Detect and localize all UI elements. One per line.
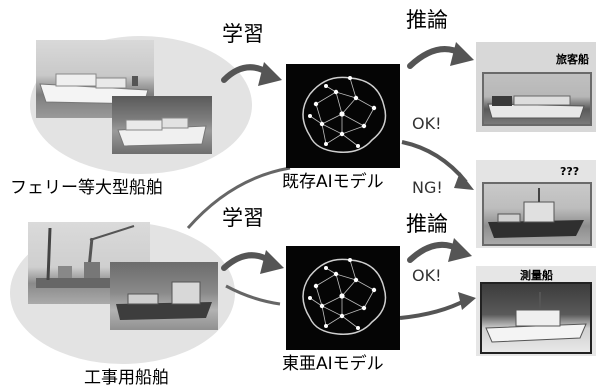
- infer-label-top: 推論: [406, 8, 448, 32]
- existing-model-label: 既存AIモデル: [282, 172, 384, 192]
- toa-model-brain: [286, 246, 400, 350]
- construction-photo-2: [110, 262, 218, 330]
- result-panel-survey: [476, 266, 596, 356]
- detection-box: [480, 282, 592, 354]
- judgement-ng: NG!: [412, 178, 443, 197]
- learn-label-bottom: 学習: [222, 206, 264, 230]
- construction-group-label: 工事用船舶: [84, 368, 169, 388]
- learn-label-top: 学習: [222, 22, 264, 46]
- result-label-passenger: 旅客船: [556, 53, 589, 66]
- result-panel-passenger: [476, 42, 596, 132]
- toa-model-label: 東亜AIモデル: [282, 354, 384, 374]
- detection-box: [482, 182, 592, 246]
- construction-to-toa-curve: [225, 284, 281, 306]
- infer-label-bottom: 推論: [406, 212, 448, 236]
- detection-box: [482, 72, 592, 126]
- ferry-photo-2: [112, 96, 212, 154]
- ferry-group-label: フェリー等大型船舶: [10, 178, 163, 198]
- ng-curve: [401, 140, 468, 184]
- result-label-survey: 測量船: [520, 269, 553, 282]
- existing-model-brain: [286, 64, 400, 168]
- result-label-unknown: ???: [560, 165, 580, 178]
- result-panel-unknown: [476, 160, 596, 248]
- ok-curve: [399, 298, 467, 320]
- judgement-ok-top: OK!: [412, 114, 442, 133]
- construction-to-existing-curve: [186, 166, 291, 229]
- judgement-ok-bottom: OK!: [412, 266, 442, 285]
